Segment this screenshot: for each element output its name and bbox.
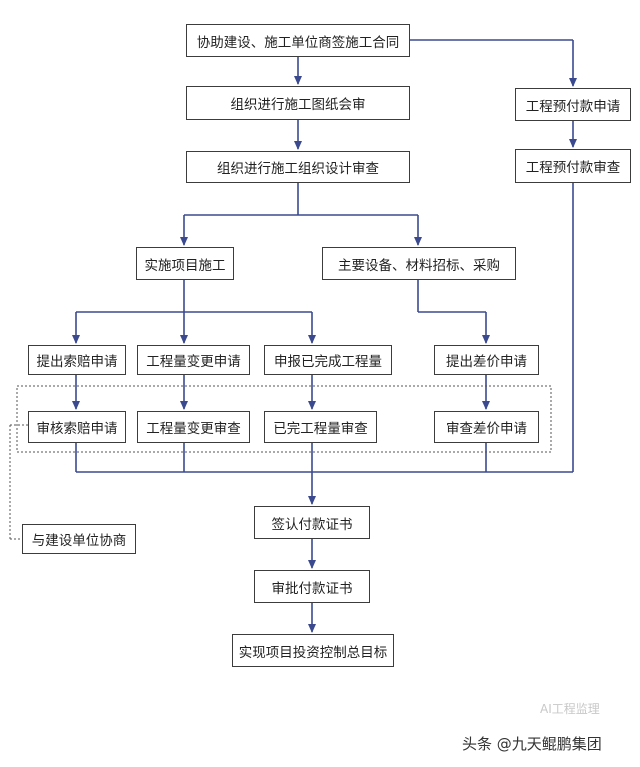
node-done-review: 已完工程量审查 bbox=[264, 411, 377, 443]
flow-connectors bbox=[72, 39, 577, 633]
node-change-apply: 工程量变更申请 bbox=[137, 345, 250, 375]
node-approve-cert: 审批付款证书 bbox=[254, 570, 370, 603]
node-implement: 实施项目施工 bbox=[136, 247, 234, 280]
node-report-done: 申报已完成工程量 bbox=[264, 345, 392, 375]
node-design-review: 组织进行施工组织设计审查 bbox=[186, 151, 410, 183]
node-diff-submit: 提出差价申请 bbox=[434, 345, 539, 375]
node-goal: 实现项目投资控制总目标 bbox=[232, 634, 394, 667]
node-prepay-review: 工程预付款审查 bbox=[515, 149, 631, 183]
node-prepay-apply: 工程预付款申请 bbox=[515, 88, 631, 121]
node-assist-contract: 协助建设、施工单位商签施工合同 bbox=[186, 24, 410, 57]
node-drawing-review: 组织进行施工图纸会审 bbox=[186, 86, 410, 120]
watermark-main: 头条 @九天鲲鹏集团 bbox=[462, 735, 602, 753]
node-diff-review: 审查差价申请 bbox=[434, 411, 539, 443]
node-claim-review: 审核索赔申请 bbox=[28, 411, 126, 443]
node-sign-cert: 签认付款证书 bbox=[254, 506, 370, 539]
node-procurement: 主要设备、材料招标、采购 bbox=[322, 247, 516, 280]
watermark-faint: AI工程监理 bbox=[540, 702, 600, 716]
node-claim-submit: 提出索赔申请 bbox=[28, 345, 126, 375]
node-negotiate: 与建设单位协商 bbox=[22, 524, 136, 554]
dotted-connectors bbox=[9, 385, 552, 540]
node-change-review: 工程量变更审查 bbox=[137, 411, 250, 443]
